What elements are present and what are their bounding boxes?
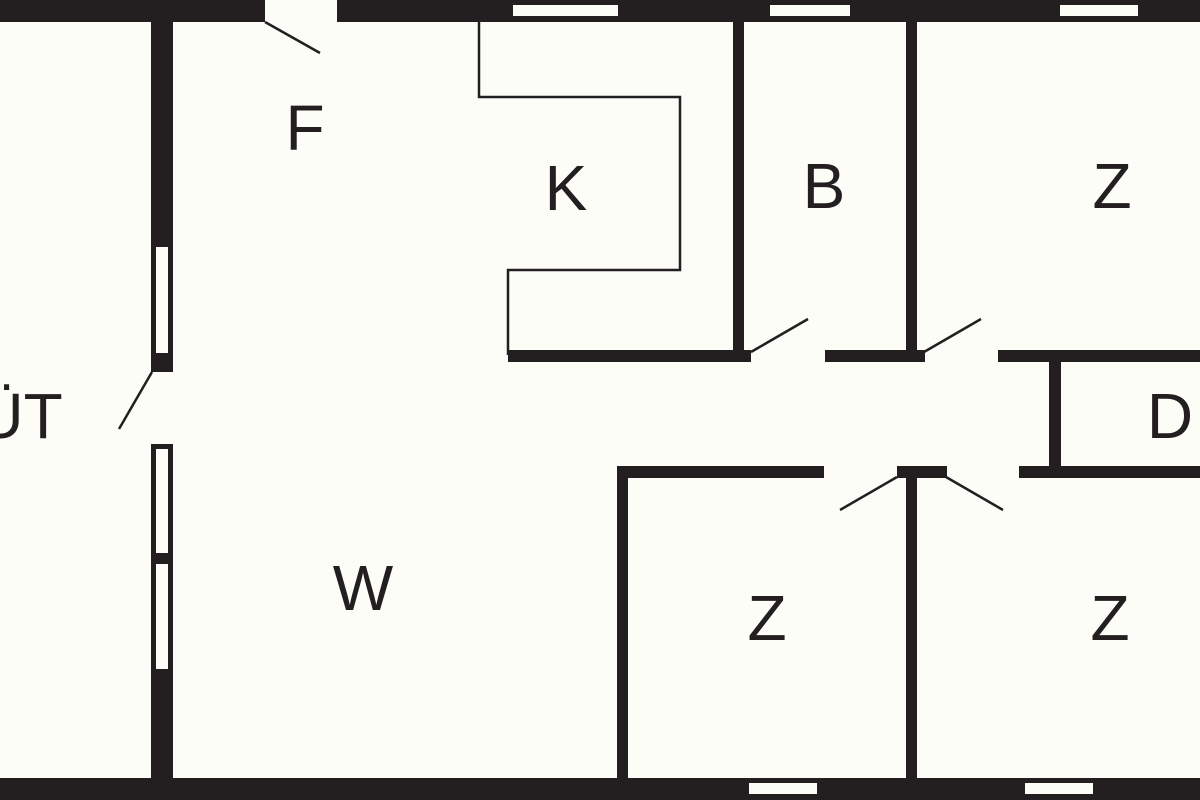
room-divider-wall (906, 466, 917, 778)
facade-wall (117, 22, 173, 778)
room-label-zimmer: Z (1092, 150, 1132, 222)
room-door-swing (839, 475, 898, 512)
wall-segment (1019, 466, 1200, 478)
window (1025, 783, 1093, 794)
room-door-swing (923, 317, 982, 354)
window (749, 783, 817, 794)
bath-door-swing (750, 317, 809, 354)
room-label-flur: F (285, 92, 325, 164)
entrance-door-swing (264, 20, 321, 55)
room-left-wall (617, 466, 628, 778)
wall-segment (897, 466, 947, 478)
window (770, 5, 850, 16)
upper-corridor-wall (508, 350, 1200, 362)
room-label-terrasse: ÜT (0, 380, 63, 452)
room-label-zimmer: Z (747, 582, 787, 654)
terrace-door-swing (117, 371, 154, 430)
room-label-dusche: D (1146, 380, 1194, 452)
kitchen-counter (477, 22, 682, 355)
wall-segment (508, 350, 751, 362)
bottom-windows (749, 783, 1093, 794)
shower-left-wall (1049, 350, 1061, 478)
room-label-wohnen: W (332, 552, 394, 624)
wall-segment (0, 0, 265, 22)
room-label-bad: B (802, 150, 846, 222)
wall-segment (998, 350, 1200, 362)
window (513, 5, 618, 16)
bath-right-wall (906, 22, 917, 362)
room-label-zimmer: Z (1090, 582, 1130, 654)
window (156, 247, 168, 353)
wall-segment (825, 350, 925, 362)
room-door-swing (945, 475, 1004, 512)
window (1060, 5, 1138, 16)
window (156, 449, 168, 553)
bottom-wall (0, 778, 1200, 800)
wall-segment (617, 466, 824, 478)
room-label-kueche: K (544, 152, 588, 224)
bath-left-wall (733, 22, 744, 362)
window (156, 564, 168, 669)
top-windows (513, 5, 1138, 16)
